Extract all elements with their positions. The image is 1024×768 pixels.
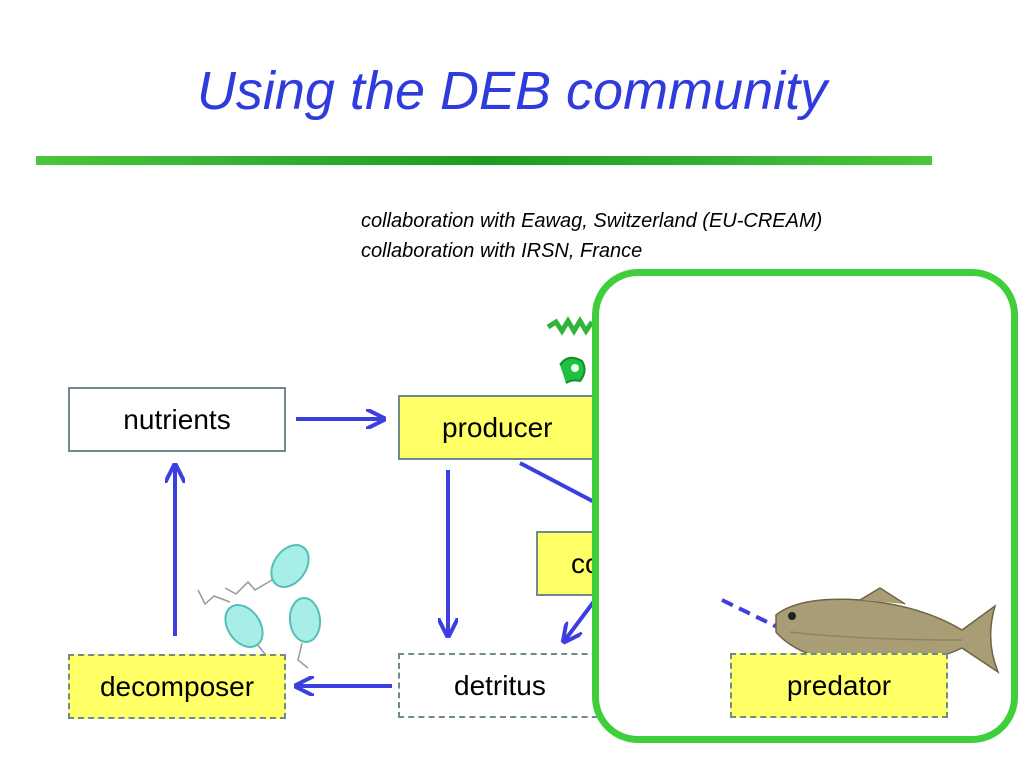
node-detritus: detritus xyxy=(398,653,608,718)
collaboration-notes: collaboration with Eawag, Switzerland (E… xyxy=(361,206,822,266)
node-decomposer: decomposer xyxy=(68,654,286,719)
collaboration-line: collaboration with IRSN, France xyxy=(361,240,643,262)
arrow-producer-to-consumer xyxy=(519,461,601,507)
algae-icon xyxy=(546,289,615,384)
node-consumer-label: consumer xyxy=(571,547,594,579)
title-underline xyxy=(36,156,932,165)
page-title: Using the DEB community xyxy=(196,61,828,121)
node-predator: predator xyxy=(730,653,948,718)
node-nutrients: nutrients xyxy=(68,387,286,452)
collaboration-line: collaboration with Eawag, Switzerland (E… xyxy=(361,210,823,232)
node-producer: producer xyxy=(398,395,598,460)
node-consumer: consumer xyxy=(536,531,596,596)
arrow-consumer-to-detritus xyxy=(565,598,597,640)
